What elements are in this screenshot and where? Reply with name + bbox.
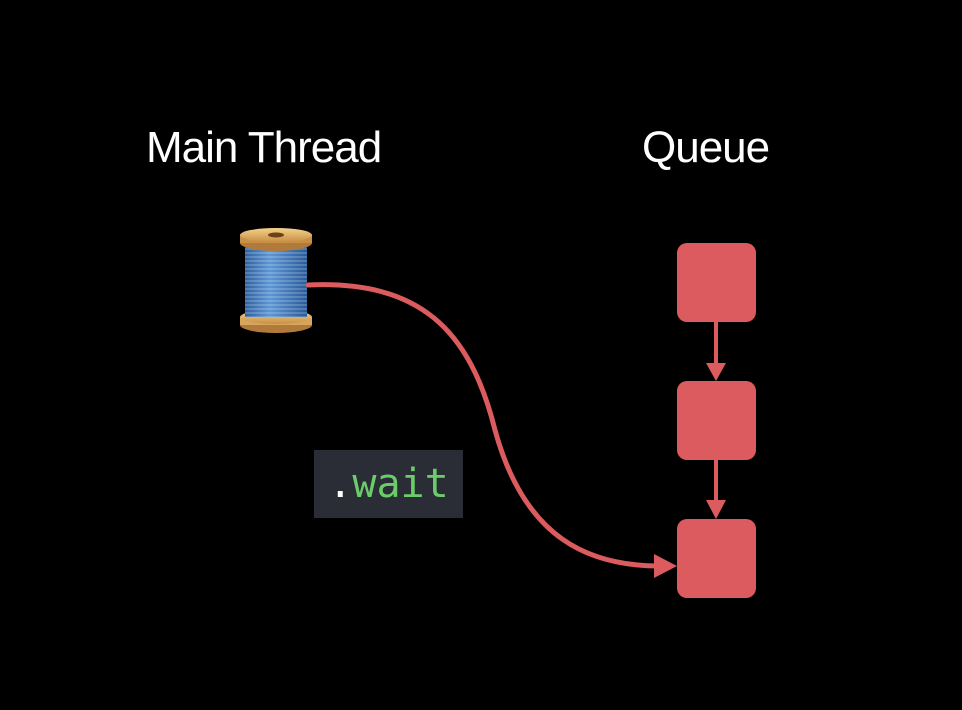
queue-title: Queue xyxy=(642,123,770,172)
queue-item-1 xyxy=(677,243,756,322)
wait-code-label: .wait xyxy=(314,450,463,518)
queue-connector-2 xyxy=(706,460,726,519)
code-method: wait xyxy=(352,461,449,507)
wait-arrow-curve xyxy=(305,282,663,569)
queue-item-3 xyxy=(677,519,756,598)
code-dot: . xyxy=(328,461,353,507)
queue-item-2 xyxy=(677,381,756,460)
wait-arrowhead xyxy=(654,554,677,578)
spool-of-thread-icon xyxy=(240,228,312,333)
main-thread-title: Main Thread xyxy=(146,123,382,172)
queue-connector-1 xyxy=(706,322,726,381)
